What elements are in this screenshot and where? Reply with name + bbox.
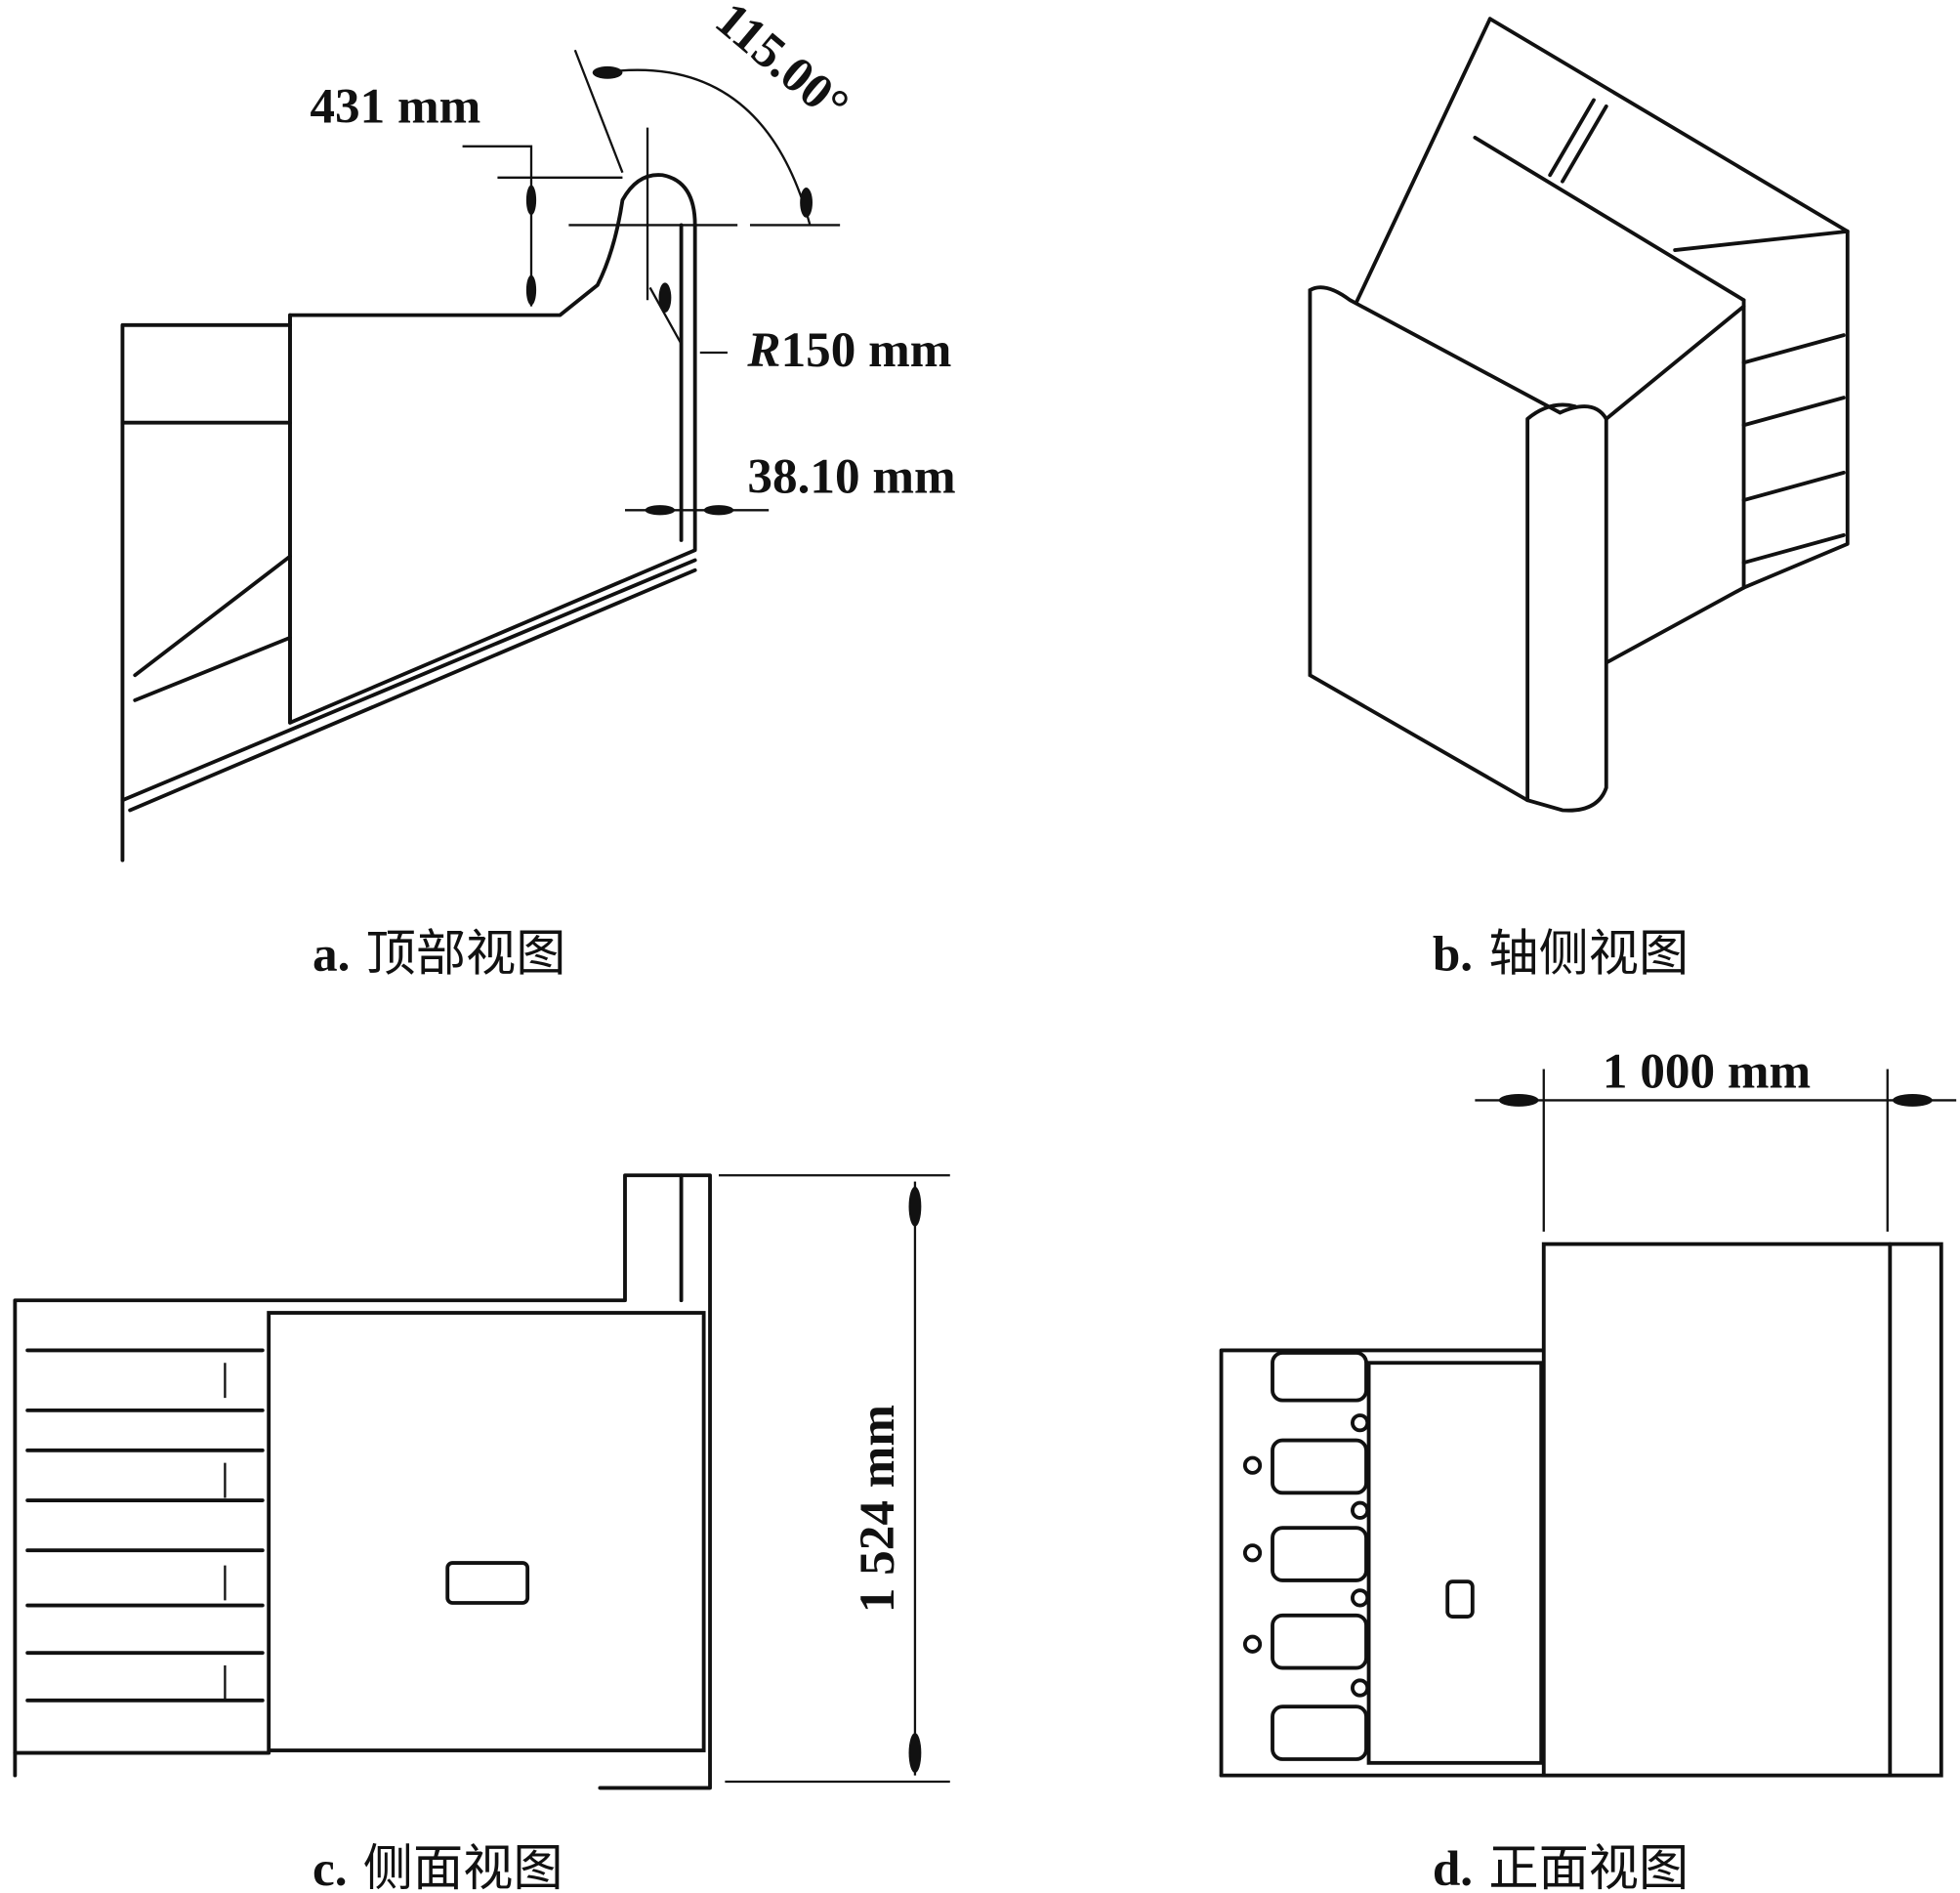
panel-c-side-view: 1 524 mm c. 侧面视图 [13,1173,950,1893]
dimension-width-label: 1 000 mm [1603,1044,1811,1100]
panel-a-top-view: 431 mm 115.00° R150 mm 38.10 mm a. 顶部视图 [120,0,956,983]
dimension-thickness-label: 38.10 mm [747,448,955,504]
side-cylinders [1242,1351,1370,1761]
panel-a-caption: a. 顶部视图 [313,924,565,983]
panel-c-caption: c. 侧面视图 [313,1839,563,1893]
panel-d-caption: d. 正面视图 [1433,1839,1689,1893]
dimension-height-label: 1 524 mm [850,1405,905,1613]
dimension-angle-label: 115.00° [705,0,859,134]
panel-b-axonometric-view: b. 轴侧视图 [1308,17,1850,983]
dimension-height-label: 431 mm [310,78,480,134]
dimension-radius-label: R150 mm [746,322,951,378]
handle-icon [445,1561,530,1605]
panel-b-caption: b. 轴侧视图 [1433,924,1689,983]
handle-icon [1445,1579,1475,1619]
panel-d-front-view: 1 000 mm d. 正面视图 [1219,1044,1957,1893]
side-rails [25,1348,265,1703]
